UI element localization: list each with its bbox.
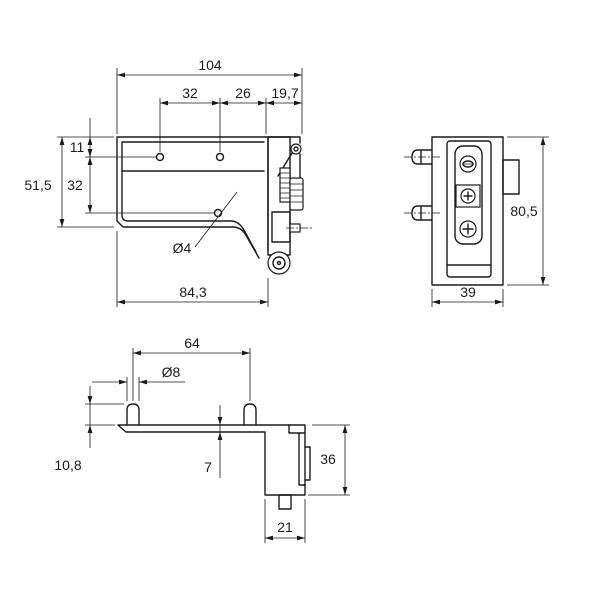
plan-peg-left xyxy=(126,403,140,426)
cam-pin-center xyxy=(293,146,299,152)
plan-peg-right xyxy=(243,403,257,426)
screw-top xyxy=(459,155,477,173)
dim-label-peg-height: 10,8 xyxy=(54,457,81,473)
adjustment-slot xyxy=(454,145,483,245)
side-extension-lines xyxy=(431,136,549,307)
front-extension-lines xyxy=(57,68,303,307)
screw-middle xyxy=(455,184,481,208)
adjuster-knob xyxy=(289,177,304,211)
mounting-hole-lower xyxy=(213,208,223,218)
plan-view: 64 Ø8 10,8 7 36 21 xyxy=(54,335,350,543)
hole-leader-line xyxy=(194,191,238,248)
screw-bottom-cross xyxy=(462,223,474,235)
dim-label-peg: Ø8 xyxy=(162,364,181,380)
cam-pin xyxy=(290,143,302,155)
roller xyxy=(267,251,291,275)
dim-label-depth: 39 xyxy=(460,284,476,300)
roller-axle xyxy=(276,260,282,266)
screw-middle-cross xyxy=(463,191,473,201)
dim-label-left-overall: 51,5 xyxy=(24,177,51,193)
side-view: 80,5 39 xyxy=(404,136,549,307)
dim-label-height: 80,5 xyxy=(510,203,537,219)
dim-label-hole: Ø4 xyxy=(173,240,192,256)
side-tab xyxy=(502,159,520,195)
knob-grip-lines xyxy=(290,183,303,203)
peg-centerlines xyxy=(404,156,440,214)
dim-label-body-width: 21 xyxy=(277,519,293,535)
adjuster-mechanism xyxy=(267,136,314,275)
dim-label-left-1: 11 xyxy=(70,139,85,155)
bracket-inner-rib xyxy=(121,141,265,253)
roller-hub xyxy=(272,256,286,270)
dim-label-bottom-width: 84,3 xyxy=(179,284,206,300)
adjuster-thread xyxy=(280,172,290,199)
dim-label-plate: 7 xyxy=(204,459,212,475)
front-view: 104 32 26 19,7 11 32 51,5 Ø4 84,3 xyxy=(24,57,314,307)
dim-label-top-1: 32 xyxy=(182,85,198,101)
side-inner-channel xyxy=(446,140,492,278)
lower-block xyxy=(271,211,291,243)
side-body-outline xyxy=(431,136,504,286)
dim-label-left-2: 32 xyxy=(67,177,83,193)
plan-bottom-peg xyxy=(278,494,292,510)
plate-outline xyxy=(117,424,306,496)
dim-label-peg-spacing: 64 xyxy=(184,335,200,351)
dim-label-top-3: 19,7 xyxy=(271,85,298,101)
dim-label-overall-width: 104 xyxy=(198,57,222,73)
screw-bottom xyxy=(459,220,477,238)
plan-mechanism-side xyxy=(288,424,311,486)
dim-label-body-height: 36 xyxy=(320,451,336,467)
mounting-hole-right xyxy=(215,152,225,162)
plan-extension-lines xyxy=(85,348,350,543)
dim-label-top-2: 26 xyxy=(235,85,251,101)
mounting-hole-left xyxy=(155,152,165,162)
